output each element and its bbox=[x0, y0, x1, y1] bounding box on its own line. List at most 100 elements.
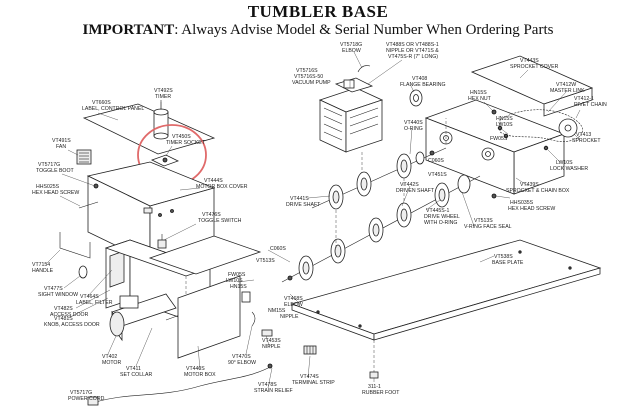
label-vt513s: VT513S bbox=[474, 218, 493, 224]
label-vt444s-desc: MOTOR BOX COVER bbox=[196, 184, 248, 190]
label-vt468s-desc: ELBOW bbox=[284, 302, 303, 308]
label-lw10s-2: LW10S bbox=[556, 160, 573, 166]
control-panel-label bbox=[82, 103, 216, 155]
label-vt443s-desc: SPROCKET COVER bbox=[510, 64, 559, 70]
label-vt474s-desc: TERMINAL STRIP bbox=[292, 380, 335, 386]
label-vt481s-desc: KNOB, ACCESS DOOR bbox=[44, 322, 100, 328]
label-vt5716s: VT5716S bbox=[296, 68, 318, 74]
label-hhs025s-desc: HEX HEAD SCREW bbox=[32, 190, 79, 196]
label-vt7154-desc: HANDLE bbox=[32, 268, 54, 274]
label-311-1: 311-1 bbox=[368, 384, 381, 390]
label-vt538s-desc: BASE PLATE bbox=[492, 260, 524, 266]
label-vt4121: VT412-1 bbox=[574, 96, 594, 102]
label-vt413: VT413 bbox=[576, 132, 591, 138]
vacuum-pump-part bbox=[318, 77, 384, 153]
label-lw10s-2-desc: LOCK WASHER bbox=[550, 166, 588, 172]
label-hhs025s: HHS025S bbox=[36, 184, 60, 190]
label-vt408: VT408 bbox=[412, 76, 427, 82]
label-vt5717g: VT5717G bbox=[38, 162, 60, 168]
label-vt482s: VT482S bbox=[54, 306, 73, 312]
elbow-nipple-part bbox=[241, 291, 273, 337]
label-vt5716s-desc: VT5716S-50 bbox=[294, 74, 323, 80]
label-vt491s-desc: FAN bbox=[56, 144, 66, 150]
handle-part bbox=[59, 232, 91, 259]
label-vt5718g: VT5718G bbox=[340, 42, 362, 48]
label-vt402-desc: MOTOR bbox=[102, 360, 121, 366]
label-lw10s-3: LW10S bbox=[226, 278, 243, 284]
hex-head-screw-2-part bbox=[491, 193, 497, 199]
label-vt481s: VT481S bbox=[54, 316, 73, 322]
label-vt442s: VT442S bbox=[400, 182, 419, 188]
label-311-1-desc: RUBBER FOOT bbox=[362, 390, 400, 396]
label-hn15s-2: HN15S bbox=[496, 116, 513, 122]
label-vt450s-desc: TIMER SOCKET bbox=[166, 140, 206, 146]
label-vt491s: VT491S bbox=[52, 138, 71, 144]
label-vt478s: VT478S bbox=[258, 382, 277, 388]
label-vt453s: VT453S bbox=[262, 338, 281, 344]
label-vt450s: VT450S bbox=[172, 134, 191, 140]
label-hhs035s-desc: HEX HEAD SCREW bbox=[508, 206, 555, 212]
label-vt513s-desc: V-RING FACE SEAL bbox=[464, 224, 512, 230]
label-vt441s-desc: DRIVE SHAFT bbox=[286, 202, 321, 208]
rivet-chain bbox=[499, 109, 583, 142]
label-c060s: C060S bbox=[428, 158, 444, 164]
label-vt408-desc: FLANGE BEARING bbox=[400, 82, 446, 88]
label-vt440s: VT440S bbox=[186, 366, 205, 372]
label-power-cord-desc: POWER CORD bbox=[68, 396, 105, 402]
flat-washer-part bbox=[503, 133, 509, 139]
label-vt476s-desc: TOGGLE SWITCH bbox=[198, 218, 242, 224]
sight-window-part bbox=[78, 265, 88, 279]
driven-shaft-assembly bbox=[281, 174, 481, 283]
label-vt492s: VT492S bbox=[154, 88, 173, 94]
label-vt488s: VT488S OR VT488S-1 bbox=[386, 42, 439, 48]
label-power-cord: VT5717G bbox=[70, 390, 92, 396]
label-hn15s-3: HN15S bbox=[230, 284, 247, 290]
subtitle-text: : Always Advise Model & Serial Number Wh… bbox=[174, 22, 554, 38]
timer-socket-part bbox=[150, 154, 180, 167]
leader-lines bbox=[45, 51, 581, 389]
fan-part bbox=[76, 149, 92, 165]
label-fw05s: FW05S bbox=[490, 136, 508, 142]
label-c060s-2: C060S bbox=[270, 246, 286, 252]
label-vt453s-desc: NIPPLE bbox=[262, 344, 281, 350]
label-vt478s-desc: STRAIN RELIEF bbox=[254, 388, 293, 394]
drive-shaft-assembly bbox=[311, 147, 447, 210]
label-vt442s-desc: DRIVEN SHAFT bbox=[396, 188, 435, 194]
label-vt660s-desc: LABEL, CONTROL PANEL bbox=[82, 106, 144, 112]
label-vt660s: VT660S bbox=[92, 100, 111, 106]
label-vt5717g-desc: TOGGLE BOOT bbox=[36, 168, 74, 174]
flange-bearing-part bbox=[409, 89, 423, 107]
pump-elbow bbox=[357, 65, 371, 73]
toggle-boot-part bbox=[93, 183, 99, 189]
rubber-foot-part bbox=[369, 340, 379, 379]
label-vt492s-desc: TIMER bbox=[155, 94, 171, 100]
label-hhs035s: HHS035S bbox=[510, 200, 534, 206]
label-hn15s: HN15S bbox=[470, 90, 487, 96]
label-vt468s-nipple: NIPPLE bbox=[280, 314, 299, 320]
label-vt445s: VT445S-1 bbox=[426, 208, 449, 214]
label-vt440-oring: VT440S bbox=[404, 120, 423, 126]
page-subtitle: IMPORTANT: Always Advise Model & Serial … bbox=[0, 22, 636, 39]
label-vt468s: VT468S bbox=[284, 296, 303, 302]
label-vt476s: VT476S bbox=[202, 212, 221, 218]
toggle-switch-part bbox=[157, 234, 167, 249]
label-vt440s-desc: MOTOR BOX bbox=[184, 372, 216, 378]
label-vt474s: VT474S bbox=[300, 374, 319, 380]
subtitle-important: IMPORTANT bbox=[82, 22, 175, 38]
label-vt411-desc: SET COLLAR bbox=[120, 372, 152, 378]
label-vt538s: VT538S bbox=[494, 254, 513, 260]
label-vt470s-desc: 90° ELBOW bbox=[228, 360, 256, 366]
label-vt443s: VT443S bbox=[520, 58, 539, 64]
hex-screw-part bbox=[78, 201, 99, 209]
label-vt4121-desc: RIVET CHAIN bbox=[574, 102, 607, 108]
label-vt439s-desc: SPROCKET & CHAIN BOX bbox=[506, 188, 570, 194]
label-vt513s-2: VT513S bbox=[256, 258, 275, 264]
page-title: TUMBLER BASE bbox=[247, 2, 389, 21]
power-cord-part bbox=[87, 363, 273, 406]
label-vt412w: VT412W bbox=[556, 82, 576, 88]
label-vt5718g-desc: ELBOW bbox=[342, 48, 361, 54]
label-vt445s-oring: WITH O-RING bbox=[424, 220, 457, 226]
label-vt488s-long: VT475S-R (7" LONG) bbox=[388, 54, 438, 60]
label-lw10s: LW10S bbox=[496, 122, 513, 128]
